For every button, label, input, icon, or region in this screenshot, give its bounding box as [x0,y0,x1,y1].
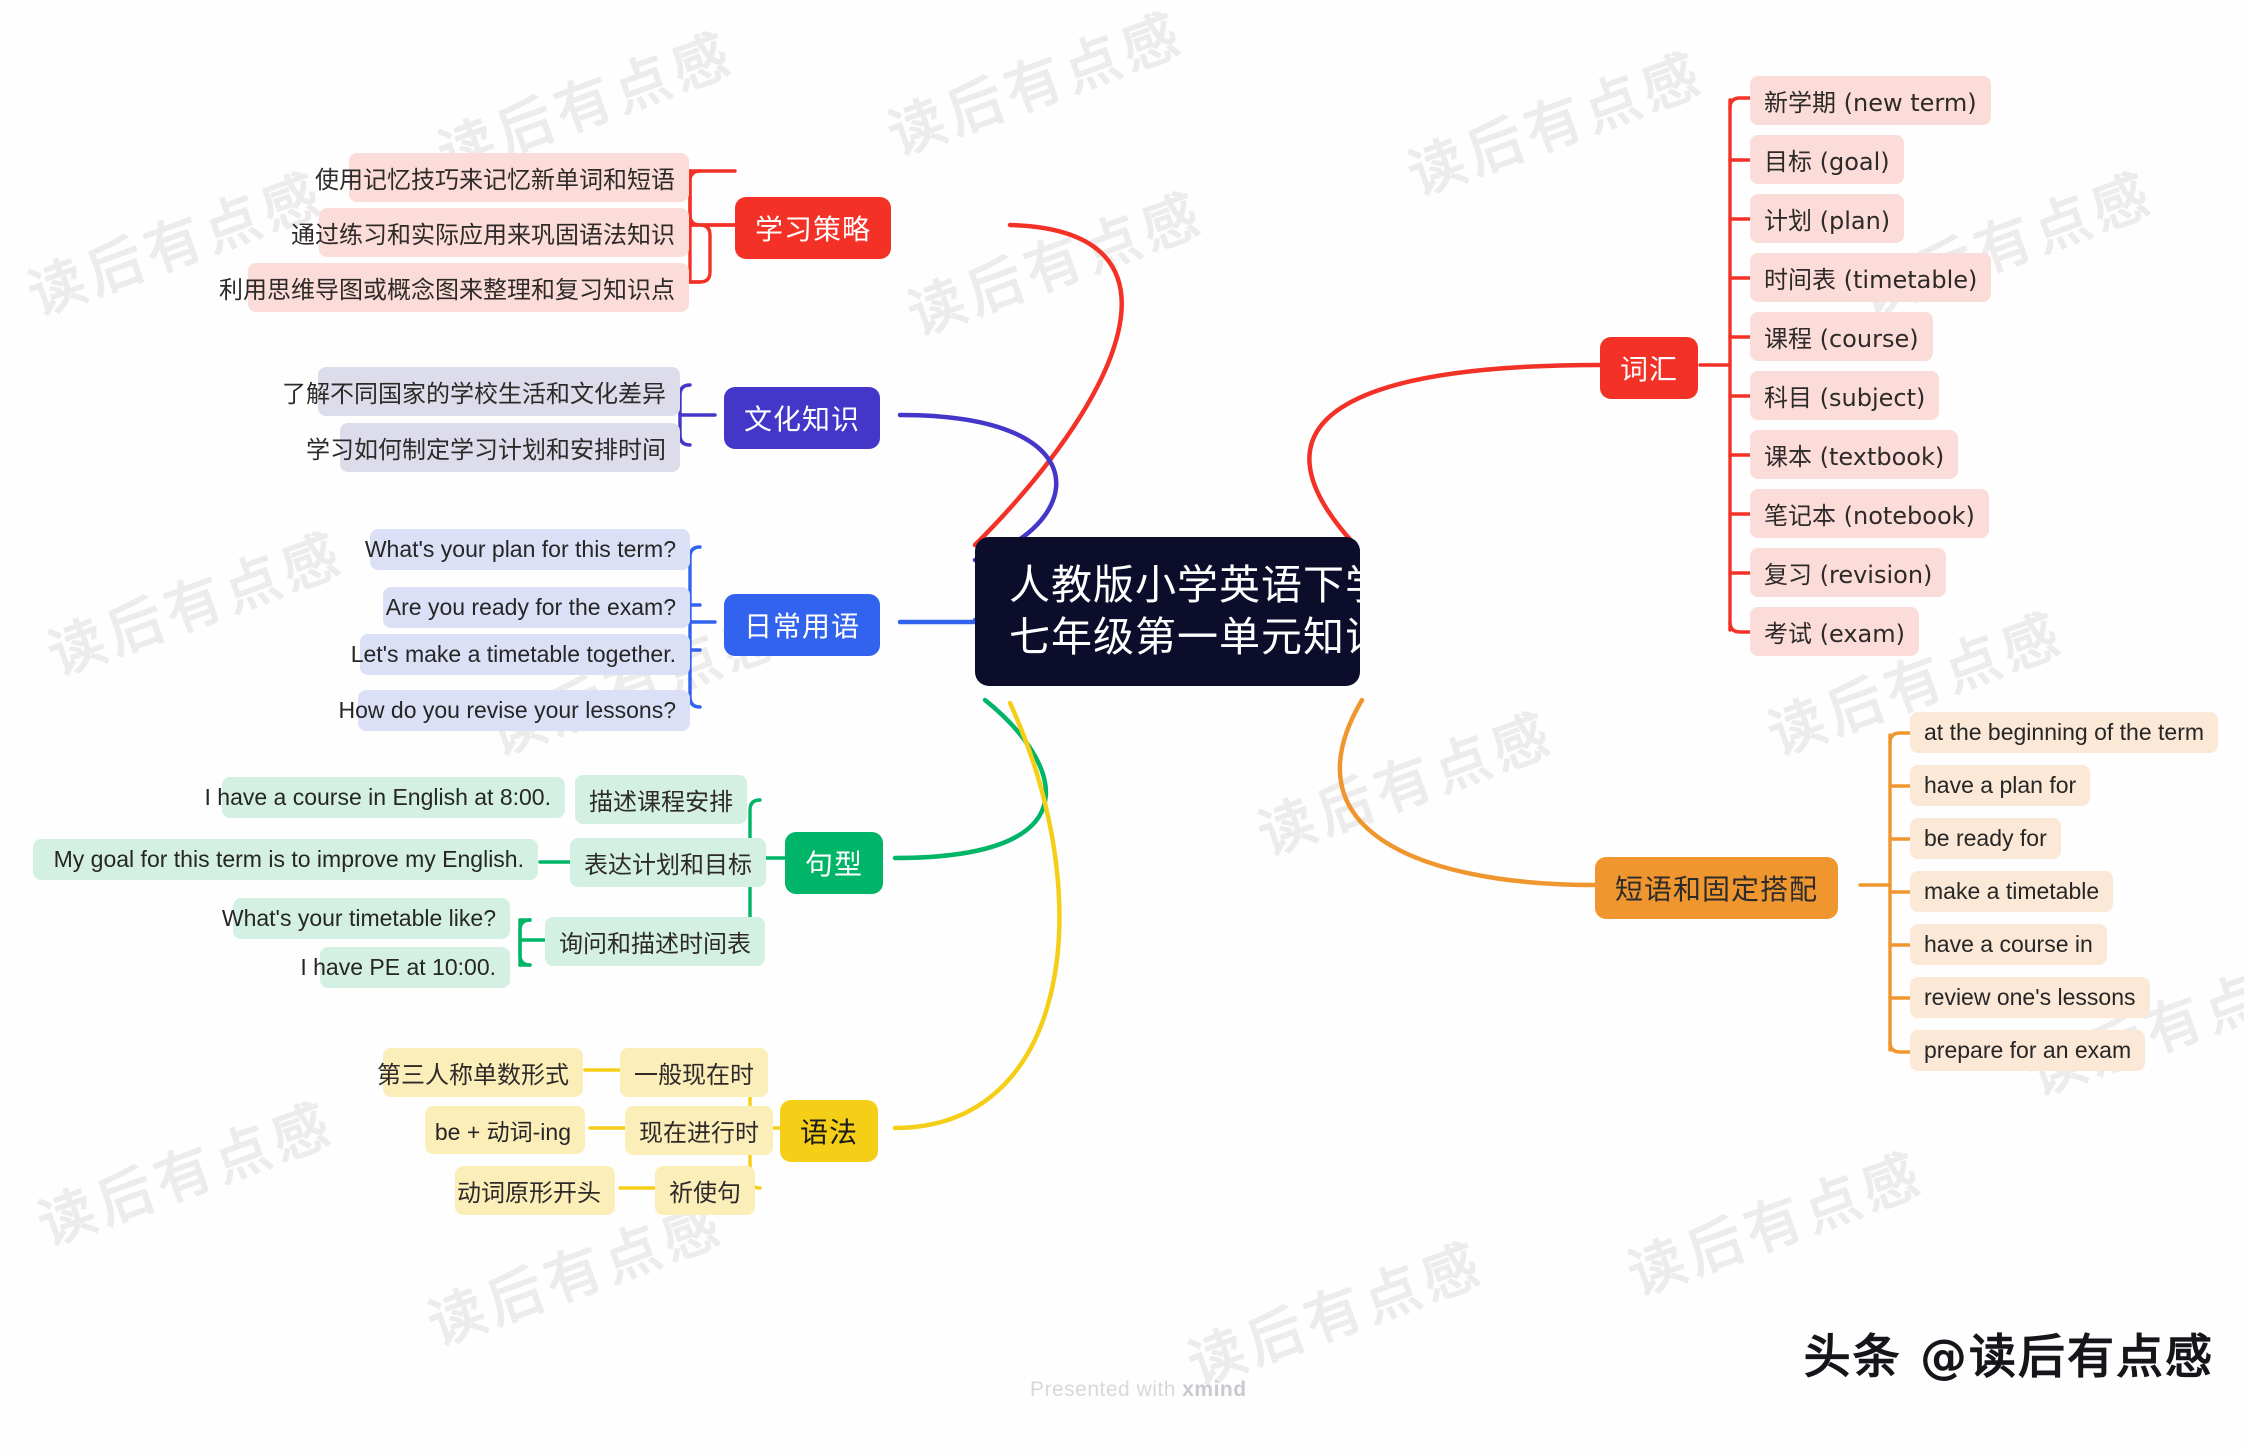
sentence-group-1-leaf-1[interactable]: I have a course in English at 8:00. [205,777,565,818]
strategy-leaf-3[interactable]: 利用思维导图或概念图来整理和复习知识点 [219,263,689,312]
vocabulary-leaf-5[interactable]: 课程 (course) [1750,312,1933,361]
culture-leaf-2[interactable]: 学习如何制定学习计划和安排时间 [306,423,680,472]
sentence-group-3-leaf-2[interactable]: I have PE at 10:00. [300,947,510,988]
link-root-strategy [972,222,1124,548]
branch-node-daily[interactable]: 日常用语 [724,594,881,656]
watermark-text: 读后有点感 [879,1,1194,169]
phrases-leaf-7[interactable]: prepare for an exam [1910,1030,2146,1071]
account-brand: 头条 @读后有点感 [1803,1330,2214,1385]
phrases-leaf-1[interactable]: at the beginning of the term [1910,712,2219,753]
culture-leaf-1[interactable]: 了解不同国家的学校生活和文化差异 [282,367,680,416]
watermark-text: 读后有点感 [1619,1141,1934,1309]
watermark-text: 读后有点感 [899,181,1214,349]
branch-node-grammar[interactable]: 语法 [780,1100,879,1162]
link-root-sentence [892,697,1048,861]
daily-leaf-2[interactable]: Are you ready for the exam? [383,587,690,628]
grammar-group-3-leaf-1[interactable]: 动词原形开头 [455,1166,615,1215]
watermark-text: 读后有点感 [39,521,354,689]
strategy-leaf-1[interactable]: 使用记忆技巧来记忆新单词和短语 [315,153,689,202]
grammar-group-2-leaf-1[interactable]: be + 动词-ing [425,1106,585,1154]
watermark-text: 读后有点感 [1249,701,1564,869]
xmind-credit-prefix: Presented with [1030,1378,1183,1401]
link-root-phrases [1337,697,1598,888]
vocabulary-leaf-7[interactable]: 课本 (textbook) [1750,430,1959,479]
xmind-credit: Presented with xmind [1030,1378,1247,1402]
link-vocab-cap-top [1728,96,1752,110]
phrases-leaf-5[interactable]: have a course in [1910,924,2107,965]
grammar-group-2-label[interactable]: 现在进行时 [625,1106,773,1155]
link-vocab-cap-bot [1728,620,1752,634]
branch-node-phrases[interactable]: 短语和固定搭配 [1595,857,1839,919]
phrases-leaf-2[interactable]: have a plan for [1910,765,2091,806]
sentence-group-3-label[interactable]: 询问和描述时间表 [545,917,765,966]
link-root-vocabulary [1307,362,1603,548]
vocabulary-leaf-3[interactable]: 计划 (plan) [1750,194,1905,243]
sentence-group-2-leaf-1[interactable]: My goal for this term is to improve my E… [33,839,538,880]
vocabulary-leaf-6[interactable]: 科目 (subject) [1750,371,1940,420]
watermark-text: 读后有点感 [1399,41,1714,209]
strategy-leaf-2[interactable]: 通过练习和实际应用来巩固语法知识 [291,208,689,257]
daily-leaf-4[interactable]: How do you revise your lessons? [339,690,690,731]
link-daily-spine [688,545,702,709]
watermark-text: 读后有点感 [29,1091,344,1259]
link-phrase-cap-bot [1888,1040,1912,1054]
branch-node-vocabulary[interactable]: 词汇 [1600,337,1699,399]
xmind-brand: xmind [1182,1378,1247,1401]
daily-leaf-1[interactable]: What's your plan for this term? [365,529,690,570]
link-root-grammar [892,700,1062,1131]
vocabulary-leaf-10[interactable]: 考试 (exam) [1750,607,1919,656]
daily-leaf-3[interactable]: Let's make a timetable together. [351,634,690,675]
vocabulary-leaf-1[interactable]: 新学期 (new term) [1750,76,1991,125]
watermark-text: 读后有点感 [1179,1231,1494,1399]
vocabulary-leaf-2[interactable]: 目标 (goal) [1750,135,1904,184]
sentence-group-3-leaf-1[interactable]: What's your timetable like? [222,898,510,939]
branch-node-strategy[interactable]: 学习策略 [735,197,892,259]
link-strategy-children [688,169,737,284]
grammar-group-1-label[interactable]: 一般现在时 [620,1048,768,1097]
vocabulary-leaf-9[interactable]: 复习 (revision) [1750,548,1947,597]
phrases-leaf-3[interactable]: be ready for [1910,818,2061,859]
grammar-group-1-leaf-1[interactable]: 第三人称单数形式 [377,1048,583,1097]
sentence-group-2-label[interactable]: 表达计划和目标 [570,838,766,887]
vocabulary-leaf-8[interactable]: 笔记本 (notebook) [1750,489,1989,538]
sentence-group-1-label[interactable]: 描述课程安排 [575,775,747,824]
phrases-leaf-4[interactable]: make a timetable [1910,871,2114,912]
root-title-line1: 人教版小学英语下学期 [1009,561,1429,609]
link-phrase-cap-top [1888,731,1912,745]
link-culture-spine [678,383,692,447]
root-title-line2: 七年级第一单元知识点 [1009,613,1429,662]
branch-node-sentence[interactable]: 句型 [785,832,884,894]
branch-node-culture[interactable]: 文化知识 [724,387,881,449]
phrases-leaf-6[interactable]: review one's lessons [1910,977,2150,1018]
root-node[interactable]: 人教版小学英语下学期 七年级第一单元知识点 [975,537,1429,686]
grammar-group-3-label[interactable]: 祈使句 [655,1166,755,1215]
vocabulary-leaf-4[interactable]: 时间表 (timetable) [1750,253,1992,302]
